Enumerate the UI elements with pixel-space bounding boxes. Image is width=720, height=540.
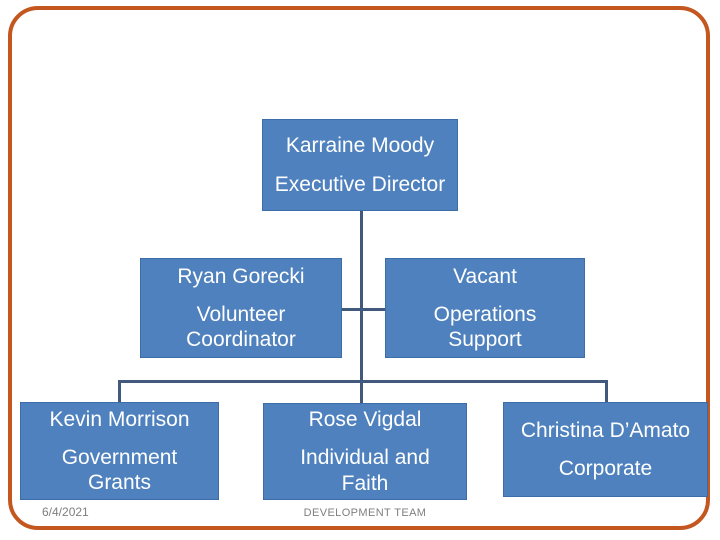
connector-middle-row-stub (342, 308, 385, 311)
person-role: Individual and Faith (300, 446, 430, 495)
person-role: Executive Director (274, 172, 446, 196)
person-role: Government Grants (61, 445, 178, 495)
connector-bottom-bus (118, 380, 608, 383)
person-role: Volunteer Coordinator (186, 302, 296, 352)
footer-date: 6/4/2021 (42, 505, 89, 519)
connector-exec-vertical (360, 211, 363, 403)
org-node-volunteer-coordinator: Ryan Gorecki Volunteer Coordinator (140, 258, 342, 358)
org-node-government-grants: Kevin Morrison Government Grants (20, 402, 219, 500)
org-node-corporate: Christina D’Amato Corporate (503, 402, 708, 497)
org-node-operations-support: Vacant Operations Support (385, 258, 585, 358)
person-name: Christina D’Amato (520, 418, 691, 442)
person-name: Kevin Morrison (49, 407, 190, 431)
person-name: Ryan Gorecki (177, 264, 305, 288)
connector-drop-right (605, 383, 608, 402)
person-name: Karraine Moody (285, 134, 435, 158)
person-name: Vacant (453, 264, 517, 288)
person-name: Rose Vigdal (308, 408, 422, 432)
org-node-executive-director: Karraine Moody Executive Director (262, 119, 458, 211)
org-node-individual-and-faith: Rose Vigdal Individual and Faith (263, 403, 467, 500)
person-role: Operations Support (433, 302, 537, 352)
person-role: Corporate (558, 457, 653, 480)
footer-team-label: DEVELOPMENT TEAM (303, 507, 427, 519)
connector-drop-left (118, 383, 121, 402)
